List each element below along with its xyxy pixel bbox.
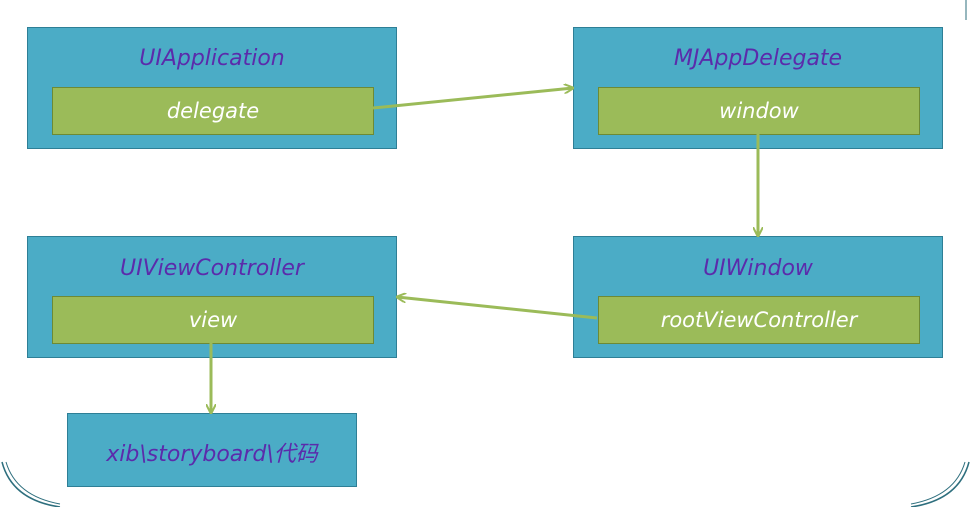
uiwindow-rootviewcontroller-field: rootViewController	[598, 296, 920, 344]
arrow-rootviewcontroller-to-uiviewcontroller	[397, 297, 598, 320]
uiviewcontroller-box: UIViewController view	[27, 236, 397, 358]
mjappdelegate-title: MJAppDelegate	[673, 46, 843, 71]
mjappdelegate-box: MJAppDelegate window	[573, 27, 943, 149]
uiwindow-box: UIWindow rootViewController	[573, 236, 943, 358]
arrow-delegate-to-mjappdelegate	[372, 88, 573, 110]
uiapplication-delegate-field: delegate	[52, 87, 374, 135]
uiapplication-title: UIApplication	[139, 46, 285, 71]
uiapplication-box: UIApplication delegate	[27, 27, 397, 149]
uiviewcontroller-view-field: view	[52, 296, 374, 344]
uiwindow-title: UIWindow	[703, 256, 813, 281]
source-box: xib\storyboard\代码	[67, 413, 357, 487]
source-title: xib\storyboard\代码	[106, 442, 318, 467]
uiviewcontroller-title: UIViewController	[120, 256, 304, 281]
mjappdelegate-window-field: window	[598, 87, 920, 135]
